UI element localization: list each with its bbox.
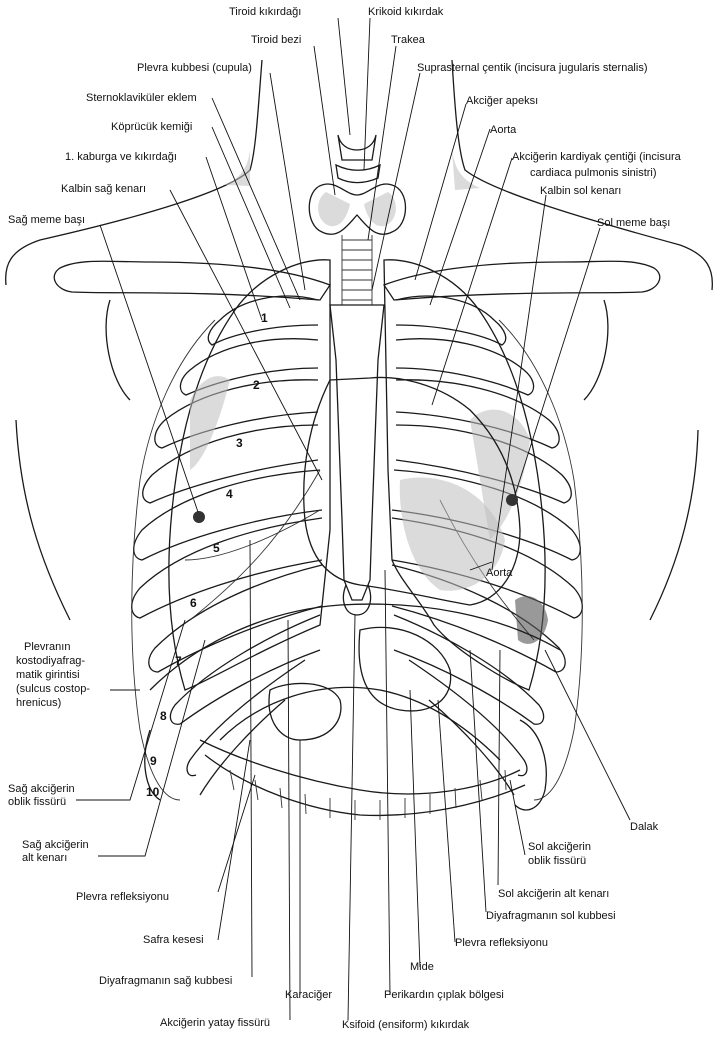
right-nipple xyxy=(193,511,205,523)
rib-number-4: 4 xyxy=(226,487,233,501)
label-diyafragma-sag: Diyafragmanın sağ kubbesi xyxy=(99,975,232,987)
sternum xyxy=(330,305,384,615)
rib-number-7: 7 xyxy=(175,654,182,668)
label-plevra-kubbesi: Plevra kubbesi (cupula) xyxy=(137,62,252,74)
label-trakea: Trakea xyxy=(391,34,426,46)
label-karaciger: Karaciğer xyxy=(285,989,332,1001)
label-suprasternal: Suprasternal çentik (incisura jugularis … xyxy=(417,62,647,74)
label-sternoklavikuler: Sternoklaviküler eklem xyxy=(86,92,197,104)
label-aorta-mid: Aorta xyxy=(486,567,513,579)
rib-number-5: 5 xyxy=(213,541,220,555)
larynx-trachea xyxy=(309,135,405,305)
label-mide: Mide xyxy=(410,961,434,973)
label-perikard: Perikardın çıplak bölgesi xyxy=(384,989,504,1001)
rib-number-3: 3 xyxy=(236,436,243,450)
rib-number-9: 9 xyxy=(150,754,157,768)
label-dalak: Dalak xyxy=(630,821,659,833)
label-yatay-fissur: Akciğerin yatay fissürü xyxy=(160,1017,270,1029)
rib-number-6: 6 xyxy=(190,596,197,610)
label-safra: Safra kesesi xyxy=(143,934,204,946)
label-plevra-refleksiyonu-left: Plevra refleksiyonu xyxy=(76,891,169,903)
label-plevranin-5: hrenicus) xyxy=(16,697,61,709)
rib-cage-right xyxy=(132,296,322,800)
label-kaburga1: 1. kaburga ve kıkırdağı xyxy=(65,151,177,163)
body-outline xyxy=(6,60,713,620)
label-plevranin-1: Plevranın xyxy=(24,641,70,653)
label-diyafragma-sol: Diyafragmanın sol kubbesi xyxy=(486,910,616,922)
label-kardiyak-2: cardiaca pulmonis sinistri) xyxy=(530,167,657,179)
rib-number-10: 10 xyxy=(146,785,160,799)
label-sol-alt: Sol akciğerin alt kenarı xyxy=(498,888,609,900)
label-aorta-top: Aorta xyxy=(490,124,517,136)
label-sag-alt-1: Sağ akciğerin xyxy=(22,839,89,851)
label-tiroid-kikirdagi: Tiroid kıkırdağı xyxy=(229,6,301,18)
label-plevra-refleksiyonu-right: Plevra refleksiyonu xyxy=(455,937,548,949)
label-sol-meme: Sol meme başı xyxy=(597,217,670,229)
label-ksifoid: Ksifoid (ensiform) kıkırdak xyxy=(342,1019,470,1031)
label-sol-oblik-1: Sol akciğerin xyxy=(528,841,591,853)
label-sag-oblik-2: oblik fissürü xyxy=(8,796,66,808)
label-krikoid-kikirdak: Krikoid kıkırdak xyxy=(368,6,444,18)
label-kardiyak-1: Akciğerin kardiyak çentiği (incisura xyxy=(512,151,682,163)
label-plevranin-2: kostodiyafrag- xyxy=(16,655,85,667)
rib-number-1: 1 xyxy=(261,311,268,325)
label-sol-oblik-2: oblik fissürü xyxy=(528,855,586,867)
left-nipple xyxy=(506,494,518,506)
label-sag-alt-2: alt kenarı xyxy=(22,852,67,864)
label-sag-meme: Sağ meme başı xyxy=(8,214,85,226)
rib-number-2: 2 xyxy=(253,378,260,392)
label-kopracuk: Köprücük kemiği xyxy=(111,121,192,133)
lungs xyxy=(169,260,548,690)
label-kalbin-sag: Kalbin sağ kenarı xyxy=(61,183,146,195)
label-plevranin-3: matik girintisi xyxy=(16,669,80,681)
label-kalbin-sol: Kalbin sol kenarı xyxy=(540,185,621,197)
label-akciger-apeksi: Akciğer apeksı xyxy=(466,95,538,107)
label-plevranin-4: (sulcus costop- xyxy=(16,683,90,695)
label-tiroid-bezi: Tiroid bezi xyxy=(251,34,301,46)
rib-number-8: 8 xyxy=(160,709,167,723)
label-sag-oblik-1: Sağ akciğerin xyxy=(8,783,75,795)
